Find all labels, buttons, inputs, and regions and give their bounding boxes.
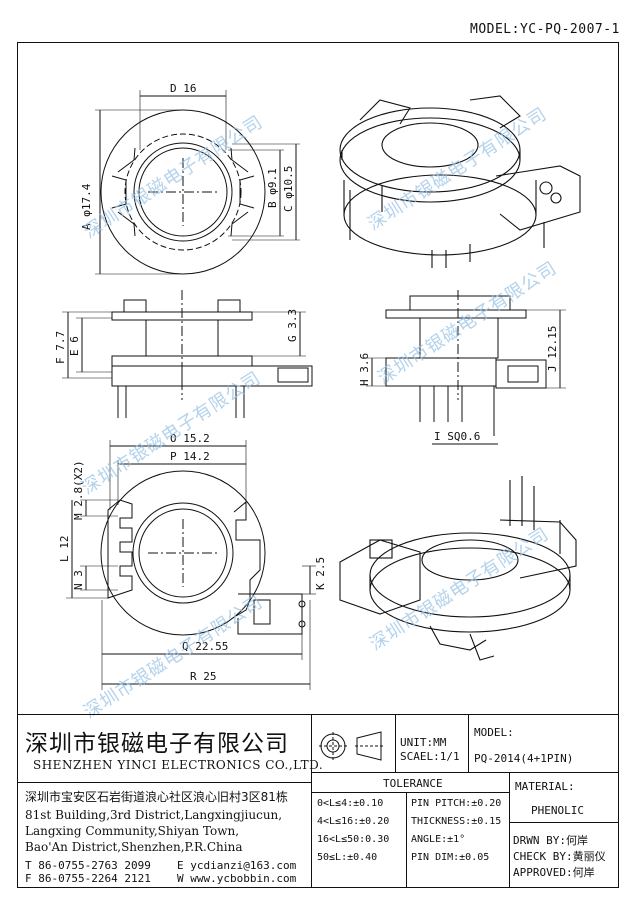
dim-g: G 3.3 — [286, 309, 299, 342]
isometric-view-bottom — [339, 476, 577, 661]
scale-label: SCAEL:1/1 — [400, 750, 460, 763]
material-label: MATERIAL: — [515, 780, 575, 793]
dim-l: L 12 — [58, 536, 71, 563]
tolerance-right-3: ANGLE:±1° — [411, 834, 466, 845]
front-view — [62, 290, 313, 418]
checked-by: CHECK BY:黄丽仪 — [513, 850, 606, 863]
dim-q: Q 22.55 — [182, 640, 228, 653]
dimension-labels: D 16 A φ17.4 B φ9.1 C φ10.5 F 7.7 E 6 G … — [54, 82, 559, 683]
model-value: PQ-2014(4+1PIN) — [474, 752, 574, 765]
company-name-en: SHENZHEN YINCI ELECTRONICS CO.,LTD. — [33, 758, 324, 772]
title-block: 深圳市银磁电子有限公司 SHENZHEN YINCI ELECTRONICS C… — [17, 714, 619, 888]
tolerance-left-3: 16<L≤50:0.30 — [317, 834, 390, 845]
dim-j: J 12.15 — [546, 326, 559, 372]
tolerance-title: TOLERANCE — [383, 777, 443, 790]
dim-e: E 6 — [68, 336, 81, 356]
projection-symbol-icon — [319, 731, 383, 761]
top-view — [95, 90, 300, 275]
bottom-view — [66, 440, 316, 690]
email[interactable]: E ycdianzi@163.com — [177, 859, 297, 872]
dim-k: K 2.5 — [314, 557, 327, 590]
drawn-by: DRWN BY:何岸 — [513, 834, 588, 847]
dim-c: C φ10.5 — [282, 166, 295, 212]
dim-o: O 15.2 — [170, 432, 210, 445]
dim-d: D 16 — [170, 82, 197, 95]
dim-i: I SQ0.6 — [434, 430, 480, 443]
website[interactable]: W www.ycbobbin.com — [177, 872, 297, 885]
tolerance-left-1: 0<L≤4:±0.10 — [317, 798, 384, 809]
address-en-line-1: 81st Building,3rd District,Langxingjiucu… — [25, 808, 283, 822]
dim-m: M 2.8(X2) — [72, 460, 85, 520]
isometric-view-top — [339, 95, 581, 268]
telephone: T 86-0755-2763 2099 — [25, 859, 151, 872]
address-cn: 深圳市宝安区石岩街道浪心社区浪心旧村3区81栋 — [25, 790, 288, 804]
tolerance-left-2: 4<L≤16:±0.20 — [317, 816, 390, 827]
dim-r: R 25 — [190, 670, 217, 683]
dim-f: F 7.7 — [54, 331, 67, 364]
side-view — [366, 290, 566, 445]
model-label: MODEL: — [474, 726, 514, 739]
address-en-line-3: Bao'An District,Shenzhen,P.R.China — [25, 840, 243, 854]
company-name-cn: 深圳市银磁电子有限公司 — [25, 731, 289, 757]
tolerance-left-4: 50≤L:±0.40 — [317, 852, 378, 863]
dim-a: A φ17.4 — [80, 183, 93, 230]
technical-drawing: D 16 A φ17.4 B φ9.1 C φ10.5 F 7.7 E 6 G … — [54, 82, 581, 690]
tolerance-right-2: THICKNESS:±0.15 — [411, 816, 502, 827]
fax: F 86-0755-2264 2121 — [25, 872, 151, 885]
sheet-border — [17, 42, 619, 888]
sheet-model-number: MODEL:YC-PQ-2007-1 — [470, 22, 620, 37]
approved-by: APPROVED:何岸 — [513, 866, 595, 879]
unit-label: UNIT:MM — [400, 736, 447, 749]
dim-b: B φ9.1 — [266, 168, 279, 208]
tolerance-right-4: PIN DIM:±0.05 — [411, 852, 490, 863]
material-value: PHENOLIC — [531, 804, 584, 817]
dim-h: H 3.6 — [358, 353, 371, 386]
dim-p: P 14.2 — [170, 450, 210, 463]
tolerance-right-1: PIN PITCH:±0.20 — [411, 798, 502, 809]
address-en-line-2: Langxing Community,Shiyan Town, — [25, 824, 240, 838]
dim-n: N 3 — [72, 570, 85, 590]
